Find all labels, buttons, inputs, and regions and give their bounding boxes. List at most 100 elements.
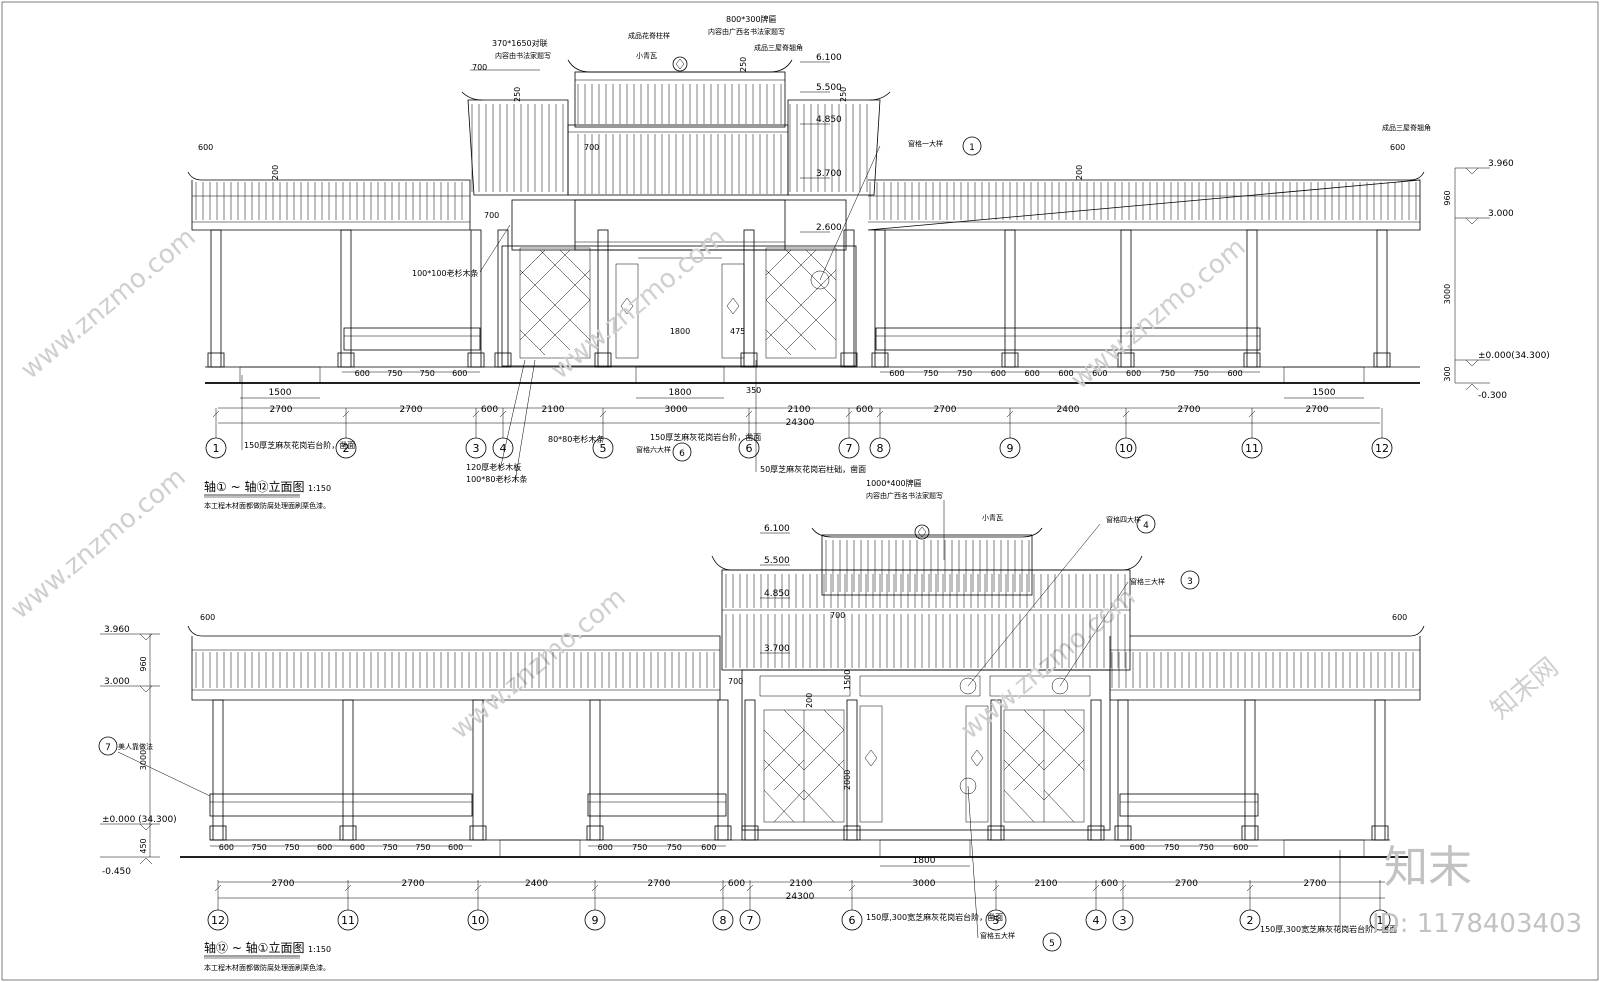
- column: [1004, 229, 1016, 368]
- bottom-axis-label: 4: [1093, 914, 1100, 927]
- axis-bubble: [467, 909, 489, 931]
- top-seat-dim: 600: [1227, 369, 1242, 378]
- column-base: [843, 825, 861, 841]
- top-finial: 成品花脊柱样: [628, 31, 670, 40]
- dim-tick: [212, 410, 220, 418]
- bottom-seat-dim: 600: [1233, 843, 1248, 852]
- top-axis-label: 8: [877, 442, 884, 455]
- axis-bubble: [1241, 437, 1263, 459]
- bottom-level-5500: 5.500: [764, 556, 790, 566]
- bottom-dim-700b: 700: [830, 611, 845, 620]
- bottom-span-dim: 600: [728, 879, 745, 889]
- top-plaque-note: 内容由广西名书法家题写: [708, 27, 785, 36]
- dim-tick: [992, 884, 1000, 892]
- watermark-site-6: www.znzmo.com: [955, 582, 1141, 745]
- column: [743, 229, 755, 368]
- bottom-seat-dim: 750: [667, 843, 682, 852]
- bottom-dim-700a: 700: [728, 677, 743, 686]
- column-base: [871, 352, 889, 368]
- top-timber100: 100*100老杉木条: [412, 268, 479, 278]
- column: [1374, 699, 1386, 841]
- top-seat-dim: 750: [387, 369, 402, 378]
- top-span-dim: 600: [856, 405, 873, 415]
- top-plaque: 800*300牌匾: [726, 14, 777, 24]
- column: [342, 699, 354, 841]
- top-granite150: 150厚芝麻灰花岗岩台阶，凿面: [244, 440, 355, 450]
- top-seat-dim: 600: [1092, 369, 1107, 378]
- column-base: [1114, 825, 1132, 841]
- bottom-axis-label: 7: [747, 914, 754, 927]
- bottom-level-3000: 3.000: [104, 677, 130, 687]
- top-title-block: 轴① ~ 轴⑫立面图 1:150 本工程木材面都做防腐处理面刷栗色漆。: [204, 479, 331, 510]
- bottom-h-450: 450: [139, 838, 148, 853]
- bottom-dim-2000: 2000: [843, 770, 852, 790]
- top-span-dim: 2100: [542, 405, 565, 415]
- top-level-6100: 6.100: [816, 53, 842, 63]
- bottom-h-3000: 3000: [139, 750, 148, 770]
- top-benches: [343, 327, 1261, 351]
- top-axis-label: 2: [343, 442, 350, 455]
- bottom-axis-label: 1: [1377, 914, 1384, 927]
- dim-tick: [1119, 884, 1127, 892]
- axis-bubble: [465, 437, 487, 459]
- top-couplet: 370*1650对联: [492, 38, 548, 48]
- bottom-axis-label: 12: [211, 914, 225, 927]
- top-seat-dim: 750: [1194, 369, 1209, 378]
- dim-tick: [214, 884, 222, 892]
- axis-bubble: [584, 909, 606, 931]
- bottom-step-mid: 1800: [913, 856, 936, 866]
- bottom-dim-200: 200: [805, 693, 814, 708]
- bottom-level-6100: 6.100: [764, 524, 790, 534]
- top-axis-label: 7: [846, 442, 853, 455]
- dim-tick: [1248, 410, 1256, 418]
- top-mid-roof: [461, 91, 891, 196]
- top-axis-label: 6: [746, 442, 753, 455]
- top-dim-700c: 700: [484, 211, 499, 220]
- column-base: [207, 352, 225, 368]
- bottom-dim-600b: 600: [1392, 613, 1407, 622]
- top-gate-frame: [501, 199, 857, 367]
- top-seat-dim: 600: [452, 369, 467, 378]
- top-span-dim: 2400: [1057, 405, 1080, 415]
- bottom-seat-dim: 600: [448, 843, 463, 852]
- bottom-span-dim: 2100: [1035, 879, 1058, 889]
- bottom-seat-dim: 750: [382, 843, 397, 852]
- axis-bubble: [335, 437, 357, 459]
- svg-text:5: 5: [1049, 939, 1055, 949]
- top-dim-200a: 200: [271, 165, 280, 180]
- dim-tick: [344, 884, 352, 892]
- dim-tick: [848, 884, 856, 892]
- bottom-axis-label: 6: [849, 914, 856, 927]
- bottom-span-dim: 2700: [402, 879, 425, 889]
- top-dim-700a: 700: [472, 63, 487, 72]
- top-eave-corner2: 成品三屋脊翘角: [1382, 123, 1431, 132]
- bottom-left-roof: [187, 625, 721, 701]
- column: [717, 699, 729, 841]
- dim-tick: [746, 884, 754, 892]
- column-base: [494, 352, 512, 368]
- top-axis-label: 10: [1119, 442, 1133, 455]
- bottom-dim-1500: 1500: [843, 670, 852, 690]
- top-title: 轴① ~ 轴⑫立面图: [204, 479, 304, 494]
- top-span-dim: 2700: [934, 405, 957, 415]
- bottom-level-neg: -0.450: [102, 867, 131, 877]
- top-axis-label: 11: [1245, 442, 1259, 455]
- top-left-roof: [187, 171, 471, 231]
- dim-tick: [472, 410, 480, 418]
- top-level-3700: 3.700: [816, 169, 842, 179]
- bottom-level-3700: 3.700: [764, 644, 790, 654]
- bottom-bench: 美人靠做法: [118, 742, 153, 751]
- top-dim-200b: 200: [1075, 165, 1084, 180]
- bottom-span-dim: 2700: [1304, 879, 1327, 889]
- axis-bubble: [1239, 909, 1261, 931]
- bottom-annotations: 1000*400牌匾 内容由广西名书法家题写 小青瓦 窗格四大样 4 窗格三大样…: [98, 478, 1407, 952]
- dim-tick: [591, 884, 599, 892]
- column-base: [1241, 825, 1259, 841]
- column-base: [339, 825, 357, 841]
